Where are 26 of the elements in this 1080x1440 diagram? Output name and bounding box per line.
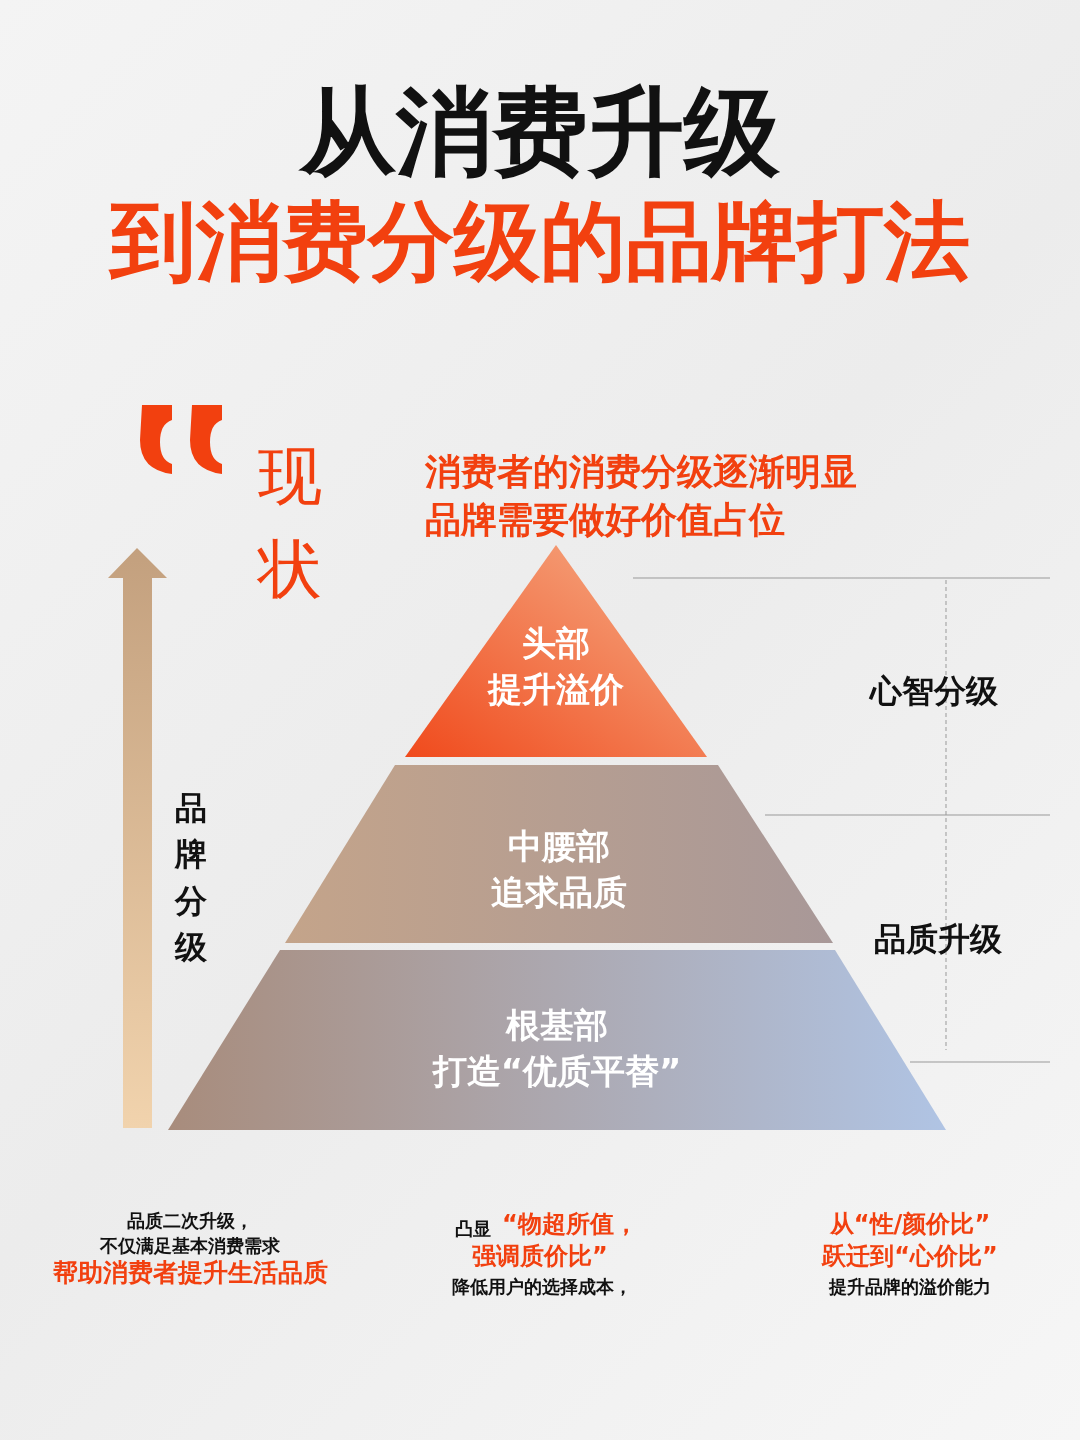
subtitle: 品牌需要做好价值占位 xyxy=(425,498,785,542)
pyramid-tier xyxy=(285,765,833,943)
pyramid-tier xyxy=(405,545,707,757)
tier-text: 中腰部 xyxy=(508,825,610,868)
note: 提升品牌的溢价能力 xyxy=(829,1276,991,1298)
title: 到消费分级的品牌打法 xyxy=(110,190,970,293)
tier-text: 打造“优质平替” xyxy=(432,1050,682,1093)
range-label: 品质升级 xyxy=(874,920,1002,959)
note: 跃迁到“心价比” xyxy=(822,1242,998,1271)
tier-text: 追求品质 xyxy=(491,871,627,914)
note: 帮助消费者提升生活品质 xyxy=(52,1258,328,1288)
note: “物超所值， xyxy=(502,1210,638,1239)
subtitle: 消费者的消费分级逐渐明显 xyxy=(425,450,857,494)
axis-label: 品牌分级 xyxy=(175,788,207,969)
note: 凸显 xyxy=(455,1218,491,1240)
note: 从“性/颜价比” xyxy=(829,1210,991,1239)
range-label: 心智分级 xyxy=(870,672,998,711)
tier-text: 根基部 xyxy=(506,1004,608,1047)
tier-text: 提升溢价 xyxy=(488,668,624,711)
note: 强调质价比” xyxy=(472,1242,608,1271)
tier-text: 头部 xyxy=(522,622,590,665)
section-heading: 现状 xyxy=(258,438,322,608)
note: 不仅满足基本消费需求 xyxy=(100,1235,280,1257)
note: 品质二次升级， xyxy=(127,1210,253,1232)
note: 降低用户的选择成本， xyxy=(452,1276,632,1298)
title: 从消费升级 xyxy=(300,75,780,190)
